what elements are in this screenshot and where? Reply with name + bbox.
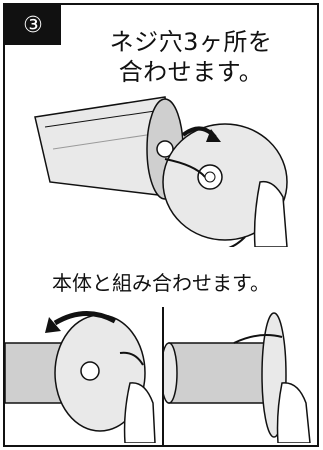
instruction-heading: ネジ穴3ヶ所を 合わせます。 (5, 27, 317, 87)
fan-body (168, 342, 265, 404)
power-cord (164, 158, 246, 247)
hand-icon (123, 382, 156, 443)
power-cord (233, 334, 283, 344)
instruction-line-2: 合わせます。 (118, 58, 264, 86)
panel-divider (162, 307, 164, 447)
step-number-badge: ③ (5, 5, 61, 45)
curved-arrow-icon (53, 310, 117, 326)
instruction-panel: ③ ネジ穴3ヶ所を 合わせます。 本体と組み合わせます。 (3, 3, 319, 447)
assembly-illustration-right (164, 312, 311, 443)
power-cord (119, 351, 144, 366)
assembly-illustration-left (5, 310, 156, 443)
align-screw-holes-illustration (34, 96, 288, 247)
hand-icon (253, 180, 288, 247)
instruction-line-1: ネジ穴3ヶ所を (109, 28, 273, 56)
assembly-caption: 本体と組み合わせます。 (52, 271, 270, 295)
screw-hole-icon (80, 361, 100, 381)
hand-icon (276, 382, 311, 443)
